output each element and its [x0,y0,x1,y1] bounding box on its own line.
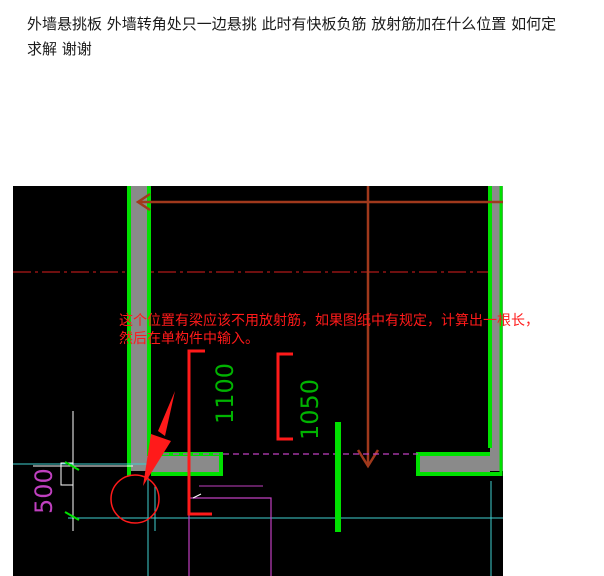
annotation-line-1: 这个位置有梁应该不用放射筋，如果图纸中有规定，计算出一根长， [119,313,539,329]
rebar-vertical-arrow [356,449,380,469]
cad-drawing-screenshot: 1100 1050 500 [13,186,503,576]
post-question: 外墙悬挑板 外墙转角处只一边悬挑 此时有快板负筋 放射筋加在什么位置 如何定 求… [27,12,599,62]
question-line-1: 外墙悬挑板 外墙转角处只一边悬挑 此时有快板负筋 放射筋加在什么位置 如何定 [27,15,557,33]
red-bracket-1100 [187,349,212,516]
bottom-wall-right-fill [418,454,490,474]
dim-500-tick-top [64,461,80,471]
cad-drawing-canvas [13,186,503,576]
magenta-outline-lower [188,497,272,576]
dim-500-label: 500 [30,468,58,514]
red-annotation: 这个位置有梁应该不用放射筋，如果图纸中有规定，计算出一根长， 然后在单构件中输入… [119,312,604,348]
question-line-2: 求解 谢谢 [27,40,92,58]
red-bracket-1050 [276,352,293,441]
red-arrow-shaft [158,391,175,436]
rebar-top-left-arrow [135,192,151,212]
small-white-mark [192,493,202,499]
annotation-line-2: 然后在单构件中输入。 [119,331,259,347]
dim-1100-label: 1100 [211,362,239,424]
red-arrow-head [143,434,171,486]
dim-500-tick-bottom [64,511,80,521]
bottom-wall-right-outline [416,452,501,476]
dim-1050-label: 1050 [296,378,324,440]
red-circle-marker [110,474,160,524]
left-wall-fill [130,186,148,471]
bottom-wall-left-fill [151,454,221,474]
